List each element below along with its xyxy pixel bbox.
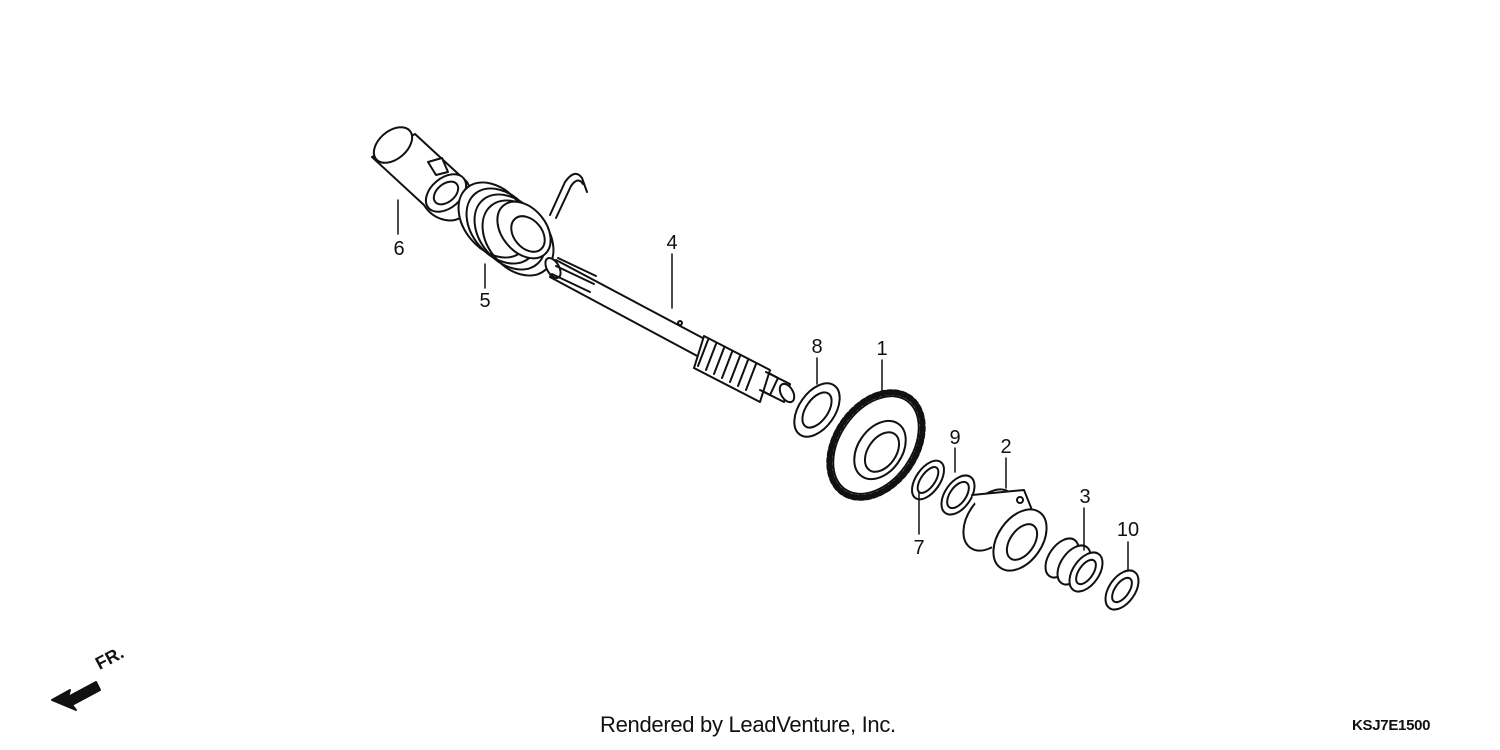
collar-sleeve-part-6 — [371, 126, 473, 222]
kickstarter-spindle-part-4 — [544, 257, 796, 404]
leader-lines — [397, 199, 1129, 571]
part-label-7: 7 — [913, 537, 925, 559]
part-label-9: 9 — [949, 427, 961, 449]
part-label-6: 6 — [393, 238, 405, 260]
part-label-5: 5 — [479, 290, 491, 312]
diagram-code: KSJ7E1500 — [1352, 717, 1431, 734]
kickstarter-gear-part-1 — [826, 389, 926, 501]
ratchet-part-2 — [962, 488, 1048, 572]
washer-part-8 — [793, 382, 841, 438]
washer-part-10 — [1104, 569, 1140, 611]
part-label-3: 3 — [1079, 486, 1091, 508]
circlip-part-9 — [940, 474, 976, 516]
ratchet-spring-part-3 — [1044, 537, 1104, 593]
part-label-4: 4 — [666, 232, 678, 254]
part-label-2: 2 — [1000, 436, 1012, 458]
kick-spring-part-5 — [457, 172, 588, 277]
front-direction-arrow-icon — [51, 681, 101, 711]
part-label-8: 8 — [811, 336, 823, 358]
render-credit: Rendered by LeadVenture, Inc. — [600, 712, 896, 737]
part-label-1: 1 — [876, 338, 888, 360]
part-label-10: 10 — [1116, 519, 1140, 541]
